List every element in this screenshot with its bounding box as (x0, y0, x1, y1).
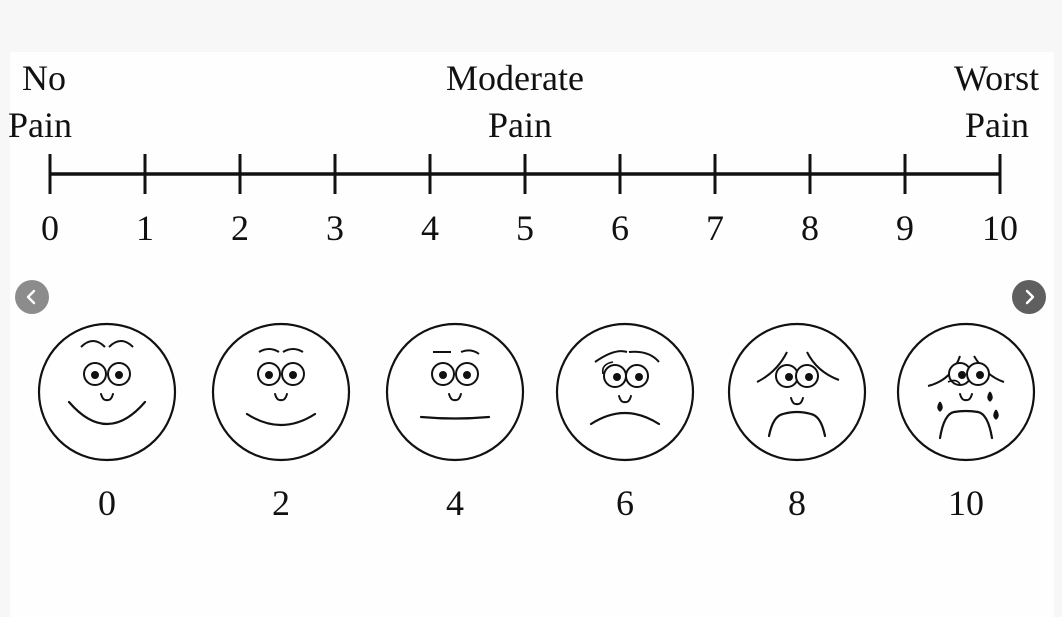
big-smile-face-icon (37, 322, 177, 462)
no-pain-label-line2: Pain (8, 105, 73, 145)
tick-label-4: 4 (421, 208, 439, 248)
face-10 (895, 321, 1037, 468)
figure-panel (10, 52, 1054, 617)
smile-face-icon (211, 322, 351, 462)
face-label-6: 6 (616, 483, 634, 523)
tick-label-8: 8 (801, 208, 819, 248)
moderate-pain-label-line1: Moderate (446, 58, 584, 98)
no-pain-label-line1: No (22, 58, 66, 98)
neutral-face-icon (385, 322, 525, 462)
worst-pain-label-line1: Worst (954, 58, 1040, 98)
face-label-0: 0 (98, 483, 116, 523)
tick-label-7: 7 (706, 208, 724, 248)
chevron-left-icon (26, 289, 36, 305)
face-label-8: 8 (788, 483, 806, 523)
face-label-2: 2 (272, 483, 290, 523)
face-8 (726, 321, 868, 468)
distressed-face-icon (727, 322, 867, 462)
tick-label-2: 2 (231, 208, 249, 248)
face-2 (210, 321, 352, 468)
moderate-pain-label-line2: Pain (488, 105, 553, 145)
face-label-4: 4 (446, 483, 464, 523)
chevron-right-icon (1025, 289, 1035, 305)
carousel-next-button[interactable] (1012, 280, 1046, 314)
tick-label-9: 9 (896, 208, 914, 248)
tick-label-6: 6 (611, 208, 629, 248)
face-0 (36, 321, 178, 468)
face-label-10: 10 (948, 483, 984, 523)
tick-label-10: 10 (982, 208, 1018, 248)
tick-label-5: 5 (516, 208, 534, 248)
tick-label-0: 0 (41, 208, 59, 248)
frown-face-icon (555, 322, 695, 462)
tick-label-1: 1 (136, 208, 154, 248)
tick-label-3: 3 (326, 208, 344, 248)
crying-face-icon (896, 322, 1036, 462)
worst-pain-label-line2: Pain (965, 105, 1030, 145)
face-6 (554, 321, 696, 468)
carousel-prev-button[interactable] (15, 280, 49, 314)
face-4 (384, 321, 526, 468)
